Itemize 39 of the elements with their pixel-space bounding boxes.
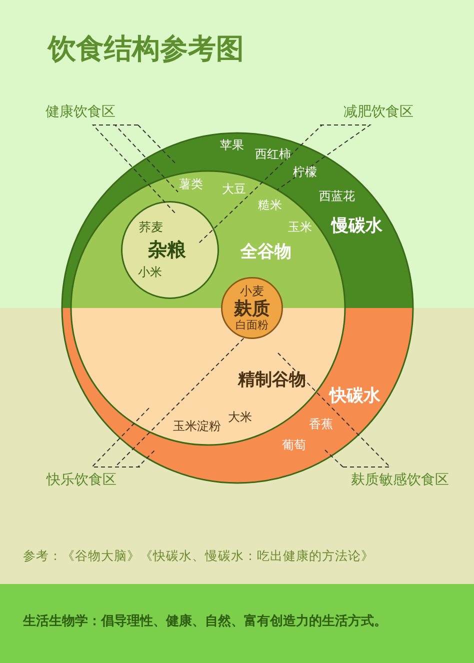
- food-label: 小麦: [240, 285, 264, 299]
- food-label: 荞麦: [139, 221, 163, 235]
- food-label: 薯类: [179, 178, 203, 192]
- category-label: 精制谷物: [238, 371, 306, 391]
- food-label: 玉米: [288, 221, 312, 235]
- category-label: 麸质: [234, 300, 270, 320]
- food-label: 西蓝花: [319, 190, 355, 204]
- leader-line: [136, 450, 156, 468]
- leader-line: [276, 124, 372, 190]
- leader-line: [138, 124, 178, 166]
- leader-line: [114, 336, 246, 468]
- note-text: 生活生物学：倡导理性、健康、自然、富有创造力的生活方式。: [23, 612, 387, 630]
- zone-label: 减肥饮食区: [344, 104, 414, 120]
- food-label: 大豆: [222, 183, 246, 197]
- leader-line: [198, 124, 324, 244]
- food-label: 香蕉: [309, 418, 333, 432]
- leader-line: [90, 406, 150, 468]
- food-label: 苹果: [220, 139, 244, 153]
- food-label: 糙米: [258, 199, 282, 213]
- food-label: 玉米淀粉: [173, 420, 221, 434]
- zone-label: 麸质敏感饮食区: [351, 472, 449, 488]
- leader-line: [114, 124, 178, 192]
- leader-line: [92, 124, 176, 214]
- food-label: 西红柿: [255, 148, 291, 162]
- food-label: 大米: [228, 411, 252, 425]
- food-label: 柠檬: [293, 166, 317, 180]
- leader-line: [278, 352, 392, 468]
- leader-line: [324, 450, 344, 468]
- food-label: 白面粉: [236, 320, 268, 332]
- food-label: 葡萄: [282, 439, 306, 453]
- category-label: 快碳水: [330, 387, 380, 407]
- category-label: 慢碳水: [332, 217, 382, 237]
- category-label: 全谷物: [240, 243, 292, 263]
- category-label: 杂粮: [148, 240, 186, 262]
- note-text: 参考：《谷物大脑》《快碳水、慢碳水：吃出健康的方法论》: [23, 548, 374, 565]
- food-label: 小米: [138, 266, 162, 280]
- zone-label: 健康饮食区: [46, 104, 116, 120]
- zone-label: 快乐饮食区: [46, 472, 116, 488]
- chart-title: 饮食结构参考图: [48, 31, 244, 67]
